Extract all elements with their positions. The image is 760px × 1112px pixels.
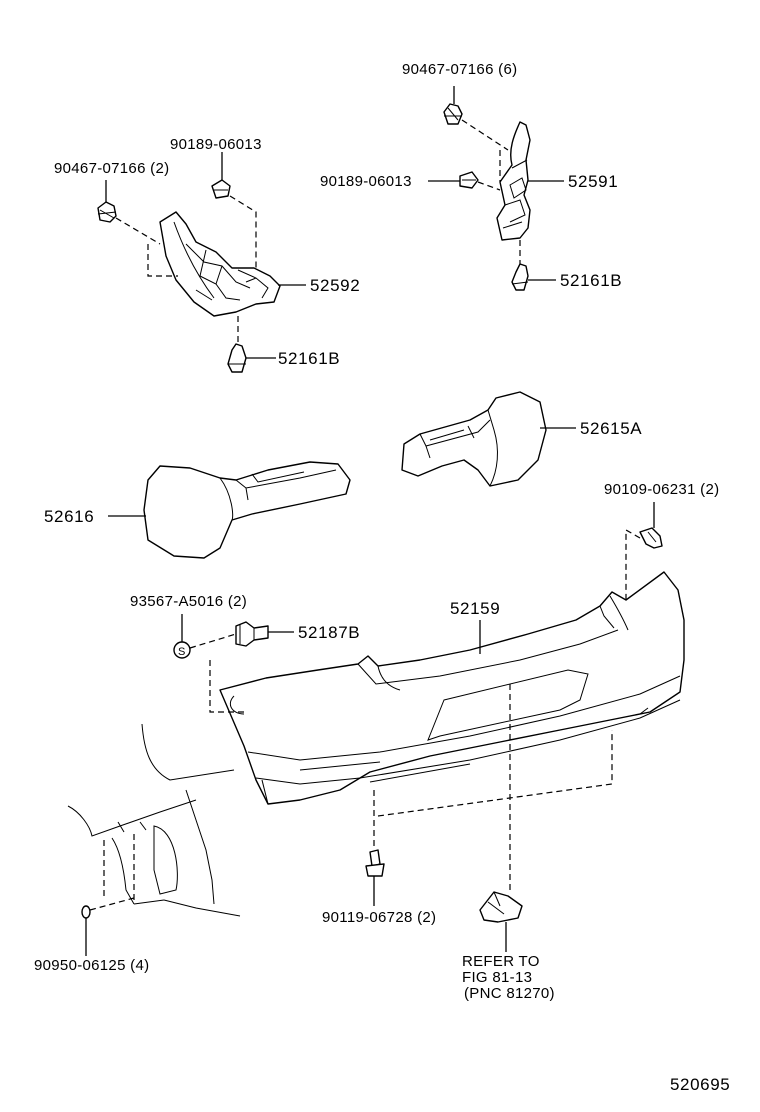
license-lamp[interactable] [479, 891, 523, 923]
label-90189-06013-left: 90189-06013 [170, 136, 262, 153]
bumper-cover-52159[interactable] [219, 571, 685, 805]
screw-90119-06728[interactable] [365, 849, 385, 877]
label-52159: 52159 [450, 599, 501, 618]
label-90119-06728: 90119-06728 (2) [322, 909, 437, 926]
stamp-letter: S [178, 646, 185, 658]
diagram-id: 520695 [670, 1075, 731, 1094]
mudguard-52591[interactable] [496, 121, 531, 241]
label-52161B-right: 52161B [560, 271, 623, 290]
bracket-52615A[interactable] [401, 391, 547, 487]
bolt-90109-06231[interactable] [639, 527, 663, 549]
grommet-90189-06013-left[interactable] [211, 179, 231, 199]
reference-line-3: (PNC 81270) [464, 985, 555, 1002]
clip-90467-07166-right[interactable] [443, 103, 463, 125]
label-90950-06125: 90950-06125 (4) [34, 957, 150, 974]
vehicle-body-outline [67, 723, 241, 917]
pin-52161B-right[interactable] [511, 263, 529, 291]
label-52592: 52592 [310, 276, 361, 295]
grommet-90189-06013-right[interactable] [459, 171, 479, 189]
bracket-52616[interactable] [143, 461, 351, 559]
reference-line-2: FIG 81-13 [462, 969, 533, 986]
label-90109-06231: 90109-06231 (2) [604, 481, 720, 498]
clip-90467-07166-left[interactable] [97, 201, 117, 223]
label-52161B-left: 52161B [278, 349, 341, 368]
label-90189-06013-right: 90189-06013 [320, 173, 412, 190]
label-52616: 52616 [44, 507, 95, 526]
label-90467-07166-2: 90467-07166 (2) [54, 160, 170, 177]
pin-52161B-left[interactable] [227, 343, 247, 373]
clip-52187B[interactable] [235, 621, 269, 647]
reference-line-1: REFER TO [462, 953, 540, 970]
label-52615A: 52615A [580, 419, 643, 438]
grommet-90950-06125[interactable] [81, 905, 91, 919]
mudguard-52592[interactable] [159, 211, 281, 317]
label-90467-07166-6: 90467-07166 (6) [402, 61, 518, 78]
label-52591: 52591 [568, 172, 619, 191]
label-93567-A5016: 93567-A5016 (2) [130, 593, 248, 610]
label-52187B: 52187B [298, 623, 361, 642]
